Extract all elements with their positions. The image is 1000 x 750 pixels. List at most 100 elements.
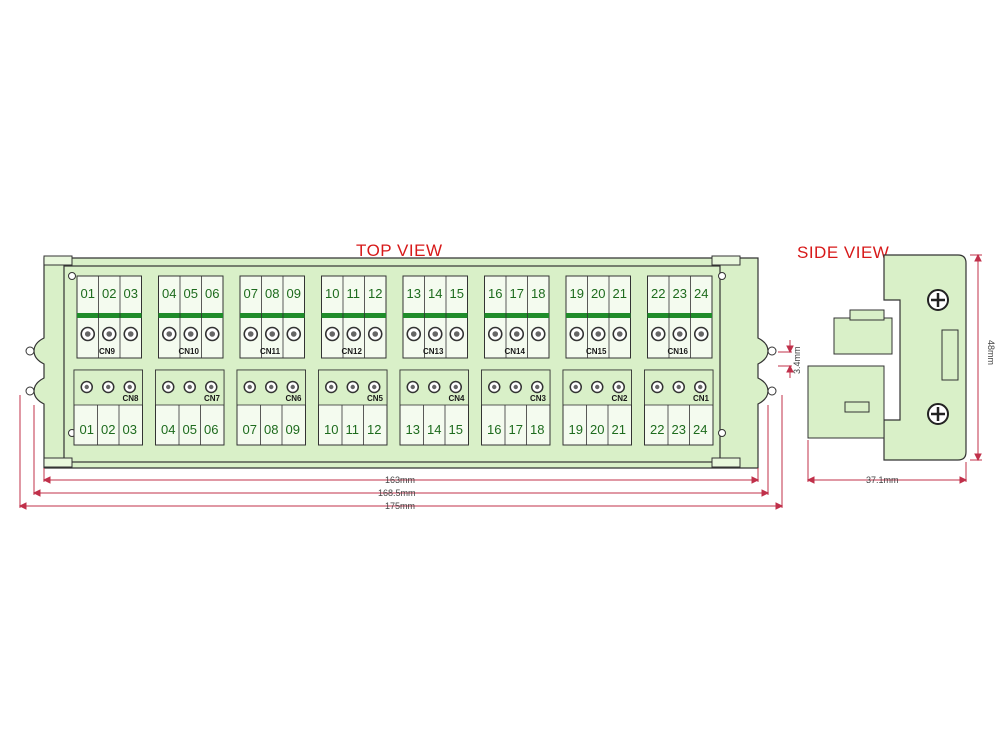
terminal-screw-center	[492, 331, 499, 337]
pin-label: 01	[81, 286, 95, 301]
screw-icon	[927, 289, 949, 311]
terminal-screw-center	[410, 331, 417, 337]
rail-clip	[767, 346, 777, 356]
header-pin-center	[410, 384, 415, 390]
connector-label: CN12	[342, 347, 363, 356]
rail-clip	[25, 386, 35, 396]
header-pin-center	[329, 384, 334, 390]
terminal-screw-center	[513, 331, 520, 337]
pin-label: 13	[407, 286, 421, 301]
connector-label: CN1	[693, 394, 710, 403]
pin-label: 06	[204, 422, 218, 437]
terminal-screw-center	[372, 331, 379, 337]
side-rib	[941, 329, 959, 381]
connector-stripe	[566, 313, 631, 318]
header-pin-center	[432, 384, 437, 390]
side-plug-bottom-lip	[844, 401, 870, 413]
pin-label: 14	[427, 422, 441, 437]
connector-label: CN16	[668, 347, 689, 356]
header-pin-center	[127, 384, 132, 390]
corner-tab	[43, 457, 73, 468]
terminal-screw-center	[209, 331, 216, 337]
connector-label: CN4	[449, 394, 466, 403]
connector-stripe	[321, 313, 386, 318]
mounting-hole	[68, 272, 76, 280]
dim-175mm: 175mm	[385, 501, 415, 511]
dim-3-4mm: 3.4mm	[792, 346, 802, 374]
connector-stripe	[158, 313, 223, 318]
pin-label: 11	[346, 422, 360, 437]
connector-label: CN11	[260, 347, 281, 356]
header-pin-center	[84, 384, 89, 390]
pin-label: 24	[694, 286, 708, 301]
connector-label: CN14	[505, 347, 526, 356]
pin-label: 09	[286, 422, 300, 437]
connector-label: CN2	[612, 394, 629, 403]
pin-label: 21	[612, 422, 626, 437]
corner-tab	[711, 255, 741, 266]
pin-label: 22	[651, 286, 665, 301]
connector-label: CN10	[179, 347, 200, 356]
terminal-screw-center	[329, 331, 336, 337]
header-pin-center	[573, 384, 578, 390]
pin-label: 23	[673, 286, 687, 301]
connector-label: CN8	[123, 394, 140, 403]
header-pin-center	[269, 384, 274, 390]
pin-label: 21	[613, 286, 627, 301]
header-pin-center	[372, 384, 377, 390]
header-pin-center	[290, 384, 295, 390]
header-pin-center	[166, 384, 171, 390]
terminal-screw-center	[350, 331, 357, 337]
header-pin-center	[655, 384, 660, 390]
pin-label: 04	[161, 422, 175, 437]
terminal-screw-center	[595, 331, 602, 337]
terminal-screw-center	[84, 331, 91, 337]
connector-stripe	[403, 313, 468, 318]
pin-label: 24	[693, 422, 707, 437]
pin-label: 08	[265, 286, 279, 301]
terminal-screw-center	[573, 331, 580, 337]
pin-label: 02	[101, 422, 115, 437]
terminal-screw-center	[616, 331, 623, 337]
connector-stripe	[77, 313, 142, 318]
pin-label: 05	[184, 286, 198, 301]
pin-label: 17	[509, 422, 523, 437]
corner-tab	[43, 255, 73, 266]
pin-label: 08	[264, 422, 278, 437]
pin-label: 09	[287, 286, 301, 301]
header-pin-center	[698, 384, 703, 390]
header-pin-center	[453, 384, 458, 390]
terminal-screw-center	[247, 331, 254, 337]
pin-label: 01	[80, 422, 94, 437]
header-pin-center	[492, 384, 497, 390]
rail-clip	[767, 386, 777, 396]
terminal-screw-center	[166, 331, 173, 337]
pin-label: 19	[570, 286, 584, 301]
dimension-lines	[18, 253, 982, 510]
pin-label: 12	[367, 422, 381, 437]
pin-label: 07	[244, 286, 258, 301]
rail-clip	[25, 346, 35, 356]
dim-163mm: 163mm	[385, 475, 415, 485]
pin-label: 07	[243, 422, 257, 437]
pin-label: 15	[450, 286, 464, 301]
connector-label: CN15	[586, 347, 607, 356]
pin-label: 17	[510, 286, 524, 301]
pin-label: 06	[205, 286, 219, 301]
pin-label: 10	[325, 286, 339, 301]
mounting-hole	[718, 272, 726, 280]
connector-stripe	[647, 313, 712, 318]
dim-48mm: 48mm	[986, 340, 996, 365]
